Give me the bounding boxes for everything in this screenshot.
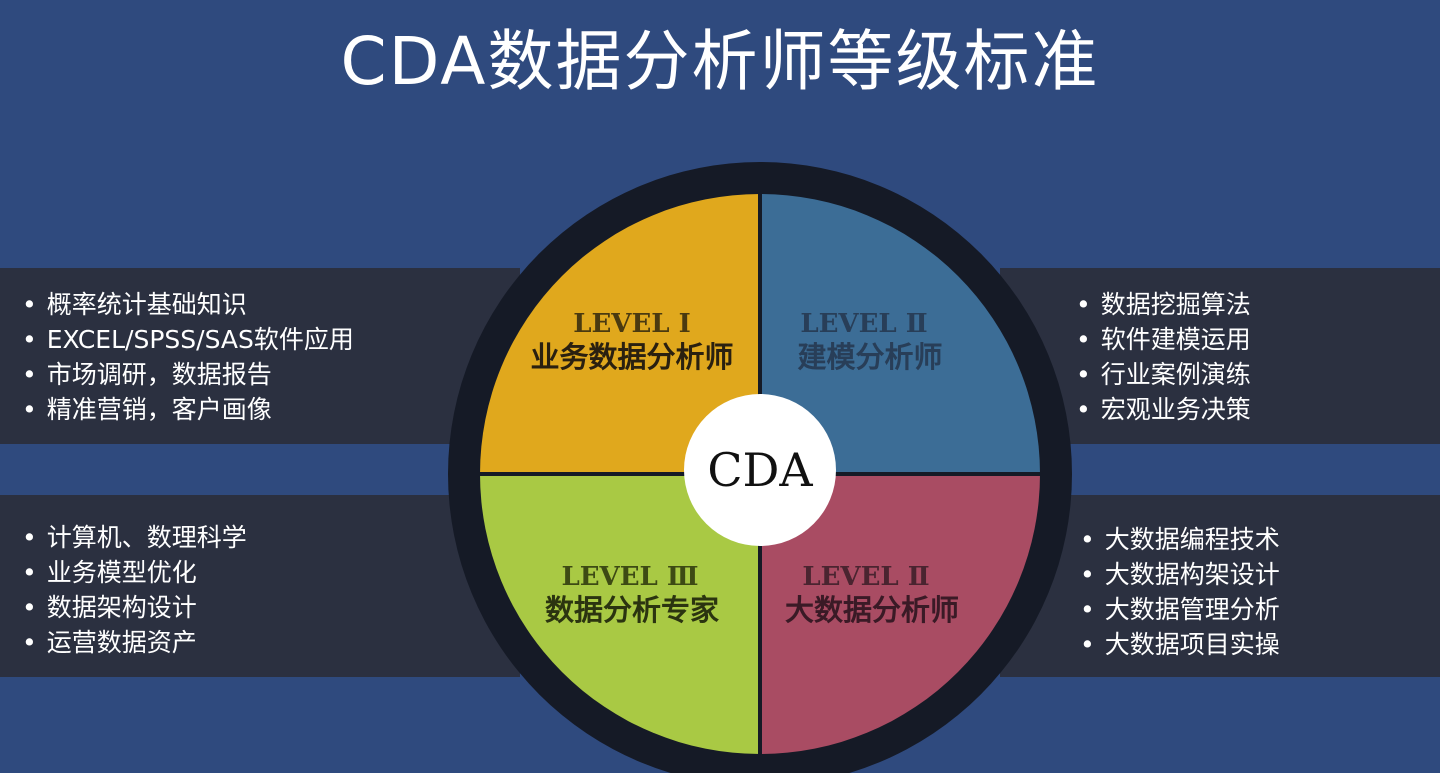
- list-item: 大数据项目实操: [1080, 627, 1280, 662]
- list-item: 数据挖掘算法: [1076, 287, 1251, 322]
- quadrant-top-right-name: 建模分析师: [797, 340, 942, 374]
- list-item: 大数据管理分析: [1080, 592, 1280, 627]
- quadrant-top-right-level: LEVEL Ⅱ: [800, 309, 927, 339]
- skills-list-level1: 概率统计基础知识 EXCEL/SPSS/SAS软件应用 市场调研，数据报告 精准…: [22, 287, 354, 427]
- center-label: CDA: [707, 443, 813, 497]
- list-item: EXCEL/SPSS/SAS软件应用: [22, 322, 354, 357]
- quadrant-bottom-left-level: LEVEL Ⅲ: [561, 562, 698, 592]
- list-item: 业务模型优化: [22, 555, 247, 590]
- list-item: 数据架构设计: [22, 590, 247, 625]
- list-item: 计算机、数理科学: [22, 520, 247, 555]
- center-circle: [684, 394, 836, 546]
- list-item: 行业案例演练: [1076, 357, 1251, 392]
- quadrant-bottom-left-name: 数据分析专家: [545, 593, 719, 627]
- quadrant-level1: [480, 194, 760, 474]
- skills-list-level2-bigdata: 大数据编程技术 大数据构架设计 大数据管理分析 大数据项目实操: [1080, 522, 1280, 662]
- list-item: 大数据编程技术: [1080, 522, 1280, 557]
- quadrant-bottom-right-level: LEVEL Ⅱ: [802, 562, 929, 592]
- list-item: 市场调研，数据报告: [22, 357, 354, 392]
- list-item: 运营数据资产: [22, 625, 247, 660]
- quadrant-bottom-right-name: 大数据分析师: [785, 593, 959, 627]
- quadrant-level2-model: [760, 194, 1040, 474]
- list-item: 概率统计基础知识: [22, 287, 354, 322]
- list-item: 软件建模运用: [1076, 322, 1251, 357]
- quadrant-top-left-level: LEVEL Ⅰ: [573, 309, 691, 339]
- list-item: 宏观业务决策: [1076, 392, 1251, 427]
- quadrant-level2-bigdata: [760, 474, 1040, 754]
- quadrant-level3: [480, 474, 760, 754]
- skills-list-level2-model: 数据挖掘算法 软件建模运用 行业案例演练 宏观业务决策: [1076, 287, 1251, 427]
- quadrant-top-left-name: 业务数据分析师: [530, 340, 733, 374]
- list-item: 精准营销，客户画像: [22, 392, 354, 427]
- page-title: CDA数据分析师等级标准: [340, 23, 1100, 100]
- list-item: 大数据构架设计: [1080, 557, 1280, 592]
- skills-list-level3: 计算机、数理科学 业务模型优化 数据架构设计 运营数据资产: [22, 520, 247, 660]
